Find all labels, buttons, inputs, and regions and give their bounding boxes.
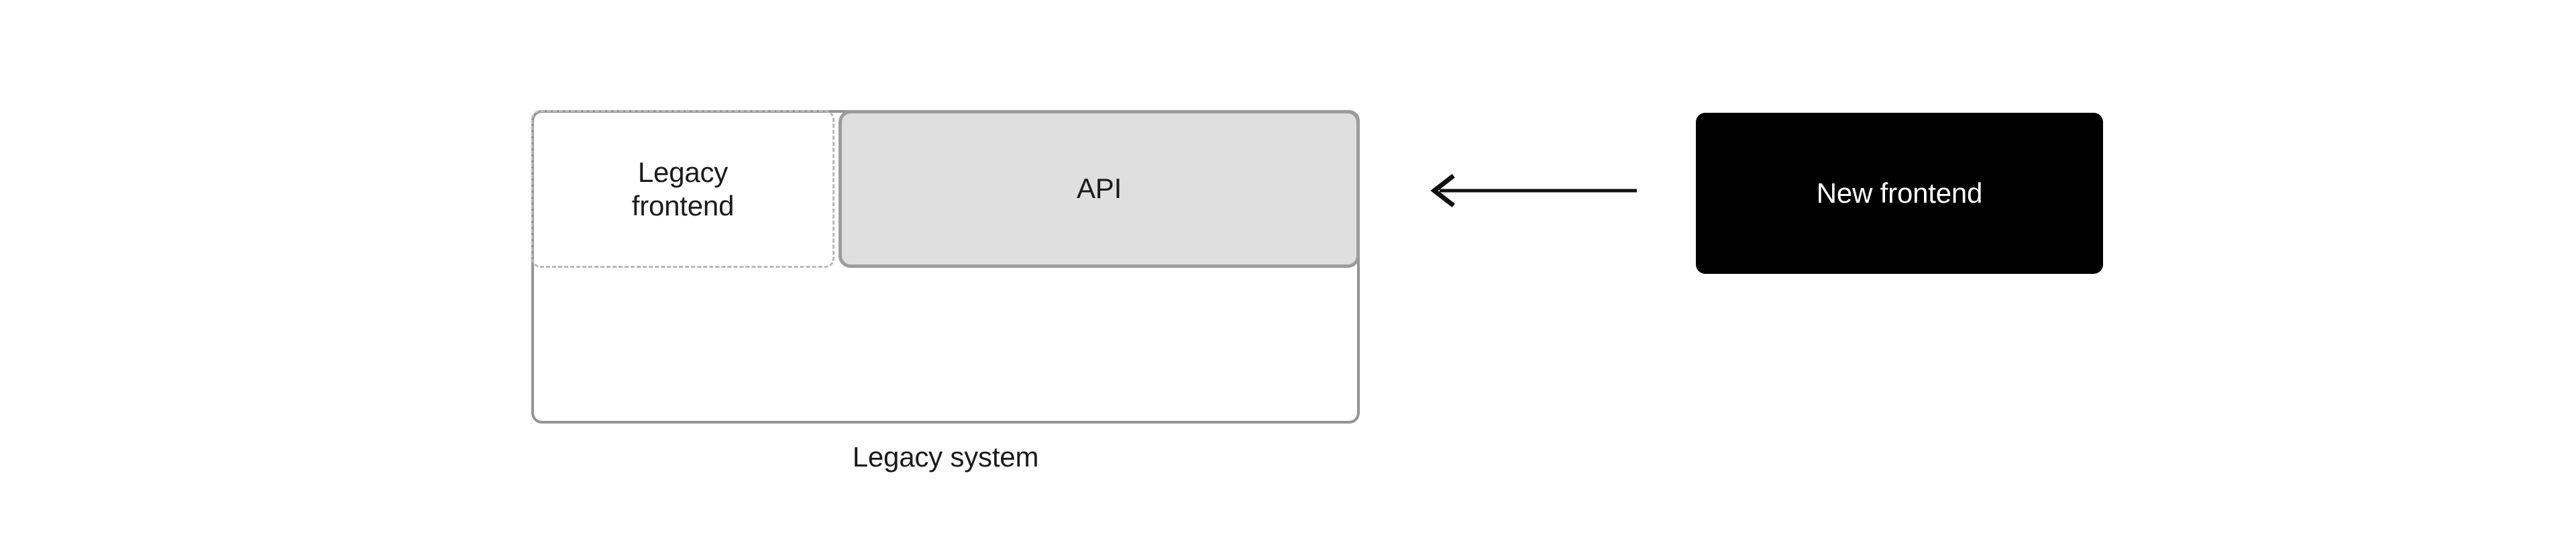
new-frontend-label: New frontend xyxy=(1816,177,1983,209)
api-box[interactable]: API xyxy=(839,110,1360,268)
new-frontend-box[interactable]: New frontend xyxy=(1696,113,2103,274)
api-label: API xyxy=(1076,173,1122,205)
legacy-system-label: Legacy system xyxy=(852,441,1039,473)
arrow-left-icon xyxy=(1430,174,1637,207)
legacy-frontend-box[interactable]: Legacy frontend xyxy=(531,110,835,268)
legacy-frontend-label: Legacy frontend xyxy=(631,156,735,222)
